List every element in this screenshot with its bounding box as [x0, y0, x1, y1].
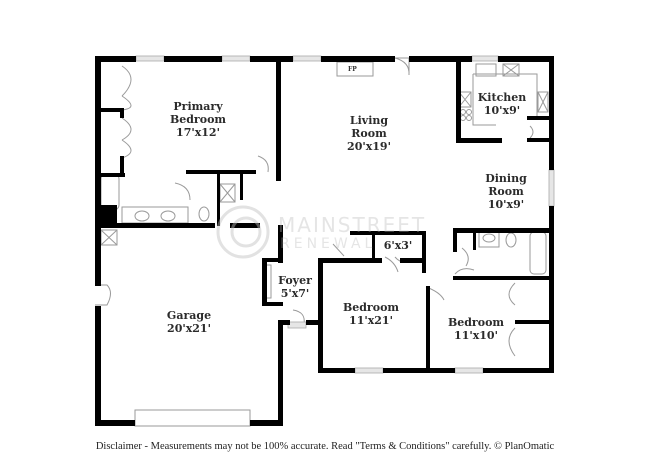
room-label-garage: Garage 20'x21' — [167, 309, 211, 335]
room-name: Primary — [173, 100, 223, 113]
room-label-bedroom-3: Bedroom 11'x10' — [448, 316, 504, 342]
room-label-primary-bedroom: Primary Bedroom 17'x12' — [170, 100, 226, 139]
watermark-text-2: RENEWAL — [280, 236, 377, 252]
room-name: Garage — [166, 309, 212, 322]
room-dimensions: 20'x21' — [167, 322, 211, 335]
room-label-closet: 6'x3' — [384, 239, 413, 252]
room-dimensions: 10'x9' — [487, 198, 525, 211]
room-name: Foyer — [278, 274, 312, 287]
room-name: Bedroom — [169, 113, 227, 126]
disclaimer-text: Disclaimer - Measurements may not be 100… — [95, 441, 555, 452]
room-label-bedroom-2: Bedroom 11'x21' — [343, 301, 399, 327]
room-label-living-room: Living Room 20'x19' — [347, 114, 391, 153]
room-name: Dining — [485, 172, 527, 185]
room-dimensions: 11'x21' — [349, 314, 393, 327]
room-name: Room — [488, 185, 524, 198]
room-dimensions: 20'x19' — [347, 140, 391, 153]
room-name: Living — [349, 114, 389, 127]
watermark-text-1: MAINSTREET — [278, 213, 427, 237]
room-name: Bedroom — [342, 301, 400, 314]
room-dimensions: 5'x7' — [280, 287, 310, 300]
walls — [95, 56, 554, 426]
room-dimensions: 10'x9' — [483, 104, 521, 117]
room-label-kitchen: Kitchen 10'x9' — [478, 91, 527, 117]
room-name: Room — [351, 127, 387, 140]
room-name: Bedroom — [447, 316, 505, 329]
room-dimensions: 17'x12' — [176, 126, 220, 139]
watermark-logo — [216, 205, 270, 259]
room-label-foyer: Foyer 5'x7' — [278, 274, 312, 300]
room-dimensions: 6'x3' — [383, 239, 413, 252]
room-dimensions: 11'x10' — [454, 329, 498, 342]
room-name: Kitchen — [477, 91, 527, 104]
fireplace-label: FP — [348, 66, 357, 73]
room-label-dining-room: Dining Room 10'x9' — [485, 172, 527, 211]
